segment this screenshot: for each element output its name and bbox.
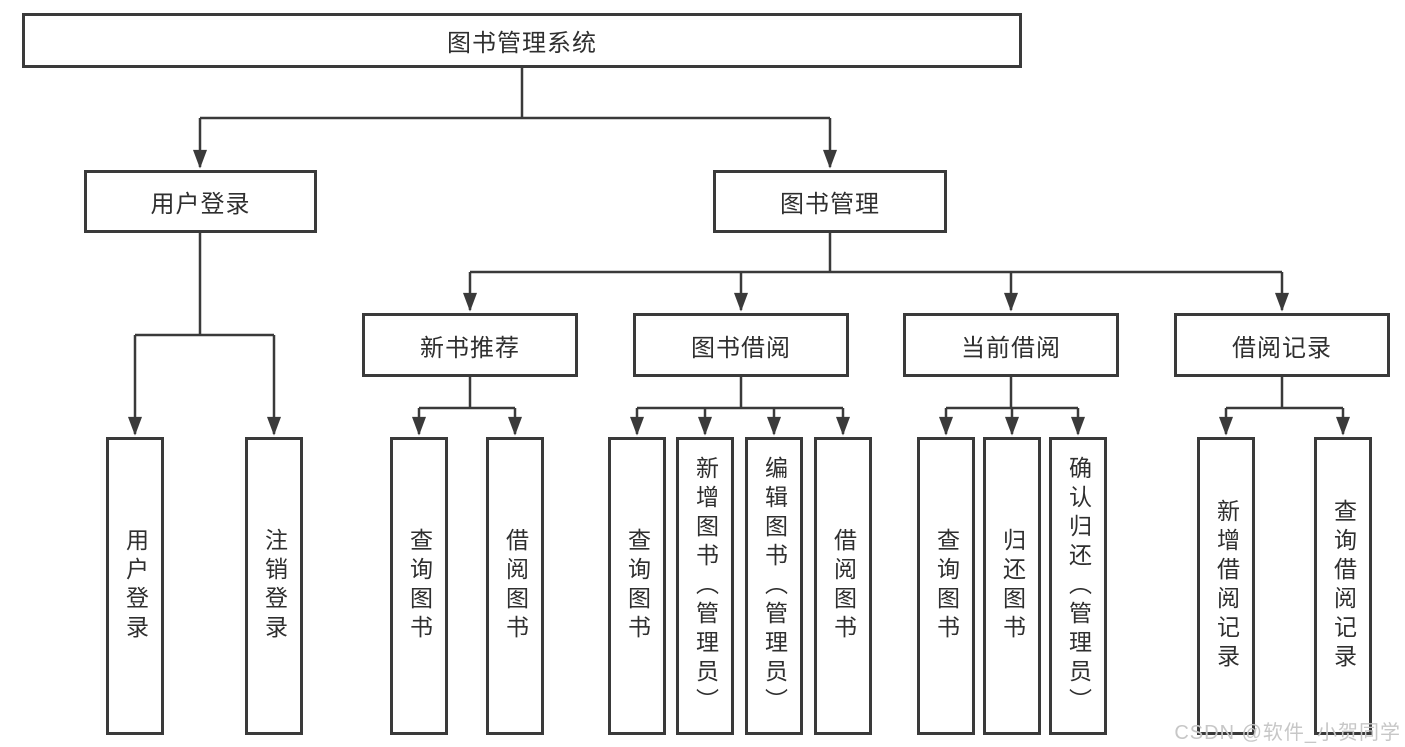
node-user-login-label: 用户登录 bbox=[150, 191, 251, 218]
leaf-query-books-borrowing-label: 查询图书 bbox=[624, 528, 651, 644]
node-user-login: 用户登录 bbox=[84, 170, 317, 233]
node-current-borrowing: 当前借阅 bbox=[903, 313, 1119, 377]
node-borrowing-records: 借阅记录 bbox=[1174, 313, 1390, 377]
node-book-borrowing: 图书借阅 bbox=[633, 313, 849, 377]
leaf-add-books-admin-label: 新增图书（管理员） bbox=[692, 455, 719, 717]
node-new-book-recommendation: 新书推荐 bbox=[362, 313, 578, 377]
leaf-query-borrow-record: 查询借阅记录 bbox=[1314, 437, 1372, 735]
node-root-system: 图书管理系统 bbox=[22, 13, 1022, 68]
leaf-add-books-admin: 新增图书（管理员） bbox=[676, 437, 734, 735]
leaf-borrow-books-borrowing: 借阅图书 bbox=[814, 437, 872, 735]
leaf-query-books-borrowing: 查询图书 bbox=[608, 437, 666, 735]
leaf-confirm-return-admin-label: 确认归还（管理员） bbox=[1065, 455, 1092, 717]
leaf-borrow-books-borrowing-label: 借阅图书 bbox=[830, 528, 857, 644]
node-book-management-label: 图书管理 bbox=[780, 191, 880, 218]
leaf-edit-books-admin-label: 编辑图书（管理员） bbox=[761, 455, 788, 717]
node-book-management: 图书管理 bbox=[713, 170, 947, 233]
leaf-logout: 注销登录 bbox=[245, 437, 303, 735]
leaf-user-login-label: 用户登录 bbox=[122, 528, 149, 644]
leaf-query-books-recommend-label: 查询图书 bbox=[406, 528, 433, 644]
leaf-user-login: 用户登录 bbox=[106, 437, 164, 735]
node-root-system-label: 图书管理系统 bbox=[447, 30, 597, 57]
leaf-return-books-label: 归还图书 bbox=[999, 528, 1026, 644]
leaf-query-books-current: 查询图书 bbox=[917, 437, 975, 735]
csdn-watermark: CSDN @软件_小贺同学 bbox=[1174, 722, 1401, 744]
leaf-query-borrow-record-label: 查询借阅记录 bbox=[1330, 499, 1357, 673]
node-new-book-recommendation-label: 新书推荐 bbox=[420, 334, 520, 362]
leaf-query-books-current-label: 查询图书 bbox=[933, 528, 960, 644]
leaf-edit-books-admin: 编辑图书（管理员） bbox=[745, 437, 803, 735]
leaf-add-borrow-record-label: 新增借阅记录 bbox=[1213, 499, 1240, 673]
leaf-confirm-return-admin: 确认归还（管理员） bbox=[1049, 437, 1107, 735]
node-current-borrowing-label: 当前借阅 bbox=[961, 334, 1061, 362]
leaf-query-books-recommend: 查询图书 bbox=[390, 437, 448, 735]
leaf-borrow-books-recommend: 借阅图书 bbox=[486, 437, 544, 735]
node-borrowing-records-label: 借阅记录 bbox=[1232, 334, 1332, 362]
leaf-logout-label: 注销登录 bbox=[261, 528, 288, 644]
leaf-return-books: 归还图书 bbox=[983, 437, 1041, 735]
leaf-borrow-books-recommend-label: 借阅图书 bbox=[502, 528, 529, 644]
node-book-borrowing-label: 图书借阅 bbox=[691, 334, 791, 362]
leaf-add-borrow-record: 新增借阅记录 bbox=[1197, 437, 1255, 735]
